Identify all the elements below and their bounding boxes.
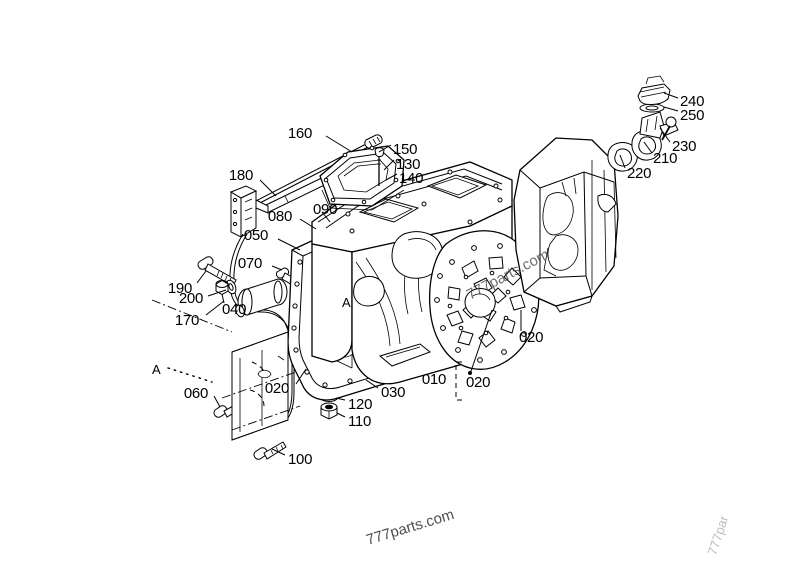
callout-070: 070: [238, 255, 262, 272]
part-seal-250: [639, 103, 665, 113]
part-gasket-220: [607, 142, 638, 172]
leader-lines: [196, 92, 679, 456]
watermark-corner: 777par: [705, 513, 732, 557]
callout-040: 040: [222, 301, 246, 318]
callout-240: 240: [680, 93, 704, 110]
callout-labels: 160 150 130 140 180 080 090 050 070 040 …: [168, 93, 705, 468]
callout-230: 230: [672, 138, 696, 155]
callout-020-left: 020: [265, 380, 289, 397]
part-bell-housing: [513, 137, 619, 313]
callout-140: 140: [399, 170, 423, 187]
part-plug-110: [320, 402, 338, 420]
watermark-bottom: 777parts.com: [364, 506, 456, 549]
section-marks: A A: [152, 295, 351, 377]
section-indicator-lines: [151, 299, 233, 383]
callout-130: 130: [396, 156, 420, 173]
part-flywheel-plate: [428, 230, 540, 370]
callout-250: 250: [680, 107, 704, 124]
part-clip-230: [661, 116, 677, 141]
callout-110: 110: [348, 413, 371, 430]
section-mark-a-lower: A: [152, 362, 161, 377]
callout-100: 100: [288, 451, 312, 468]
callout-120: 120: [348, 396, 372, 413]
callout-060: 060: [184, 385, 208, 402]
part-bolt-100: [253, 441, 287, 460]
part-nut-040: [215, 279, 229, 296]
part-bushing-170: [235, 278, 288, 318]
part-bracket-plate: [229, 185, 269, 238]
callout-090: 090: [313, 201, 337, 218]
callout-220: 220: [627, 165, 651, 182]
callout-210: 210: [653, 150, 677, 167]
section-mark-a-upper: A: [342, 295, 351, 310]
part-cap-240: [637, 75, 671, 105]
callout-200: 200: [179, 290, 203, 307]
dashed-group-bracket-010: [455, 361, 462, 401]
callout-030: 030: [381, 384, 405, 401]
callout-190: 190: [168, 280, 192, 297]
callout-160: 160: [288, 125, 312, 142]
part-cover-plate-130: [319, 145, 405, 211]
callout-010: 010: [422, 371, 446, 388]
callout-180: 180: [229, 167, 253, 184]
hidden-detail-lines: [249, 355, 285, 407]
part-side-cover-plate: [221, 331, 301, 441]
callout-170: 170: [175, 312, 199, 329]
callout-150: 150: [393, 141, 417, 158]
callout-080: 080: [268, 208, 292, 225]
callout-020-right: 020: [519, 329, 543, 346]
callout-020-center: 020: [466, 374, 490, 391]
callout-050: 050: [244, 227, 268, 244]
